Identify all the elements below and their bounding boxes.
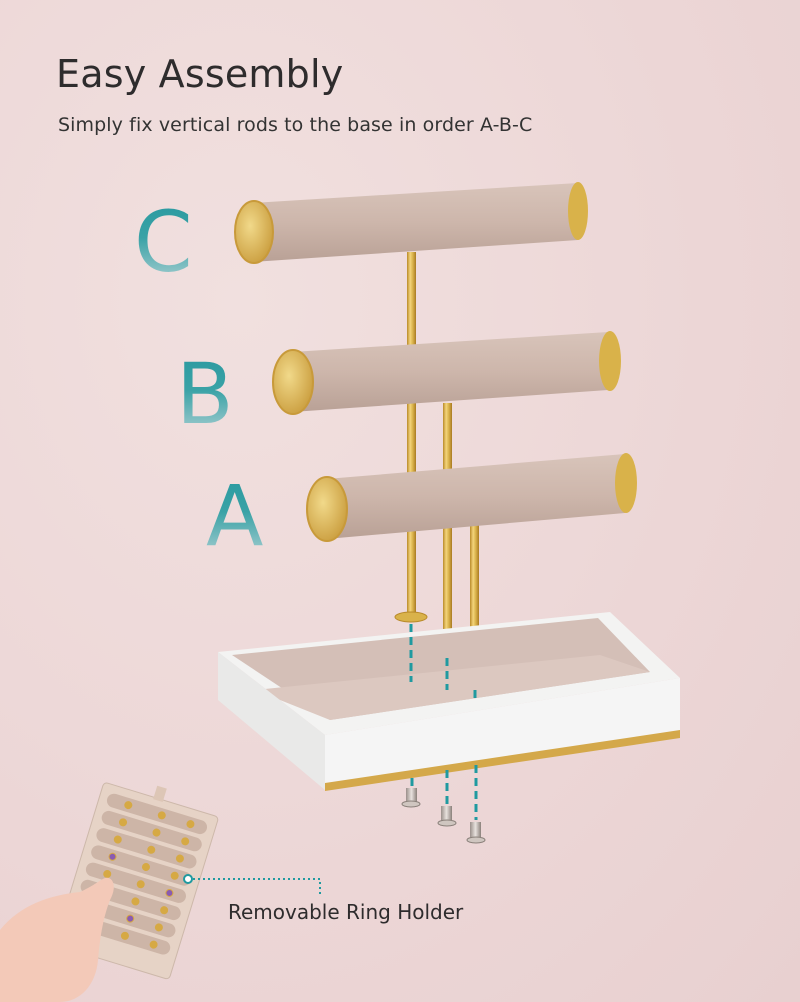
tier-label-c: C — [134, 193, 193, 291]
tier-label-b: B — [176, 345, 234, 443]
bar-c — [234, 182, 588, 264]
bar-b — [272, 331, 621, 415]
hand — [0, 877, 114, 1002]
callout-line — [183, 874, 321, 896]
bar-a — [306, 453, 637, 542]
base-tray — [218, 612, 680, 791]
ring-holder-caption: Removable Ring Holder — [228, 900, 464, 924]
page-subtitle: Simply fix vertical rods to the base in … — [58, 114, 533, 136]
screws — [401, 788, 486, 844]
page-title: Easy Assembly — [56, 52, 344, 96]
assembly-guide-lines — [409, 624, 478, 820]
tier-label-a: A — [206, 467, 264, 565]
